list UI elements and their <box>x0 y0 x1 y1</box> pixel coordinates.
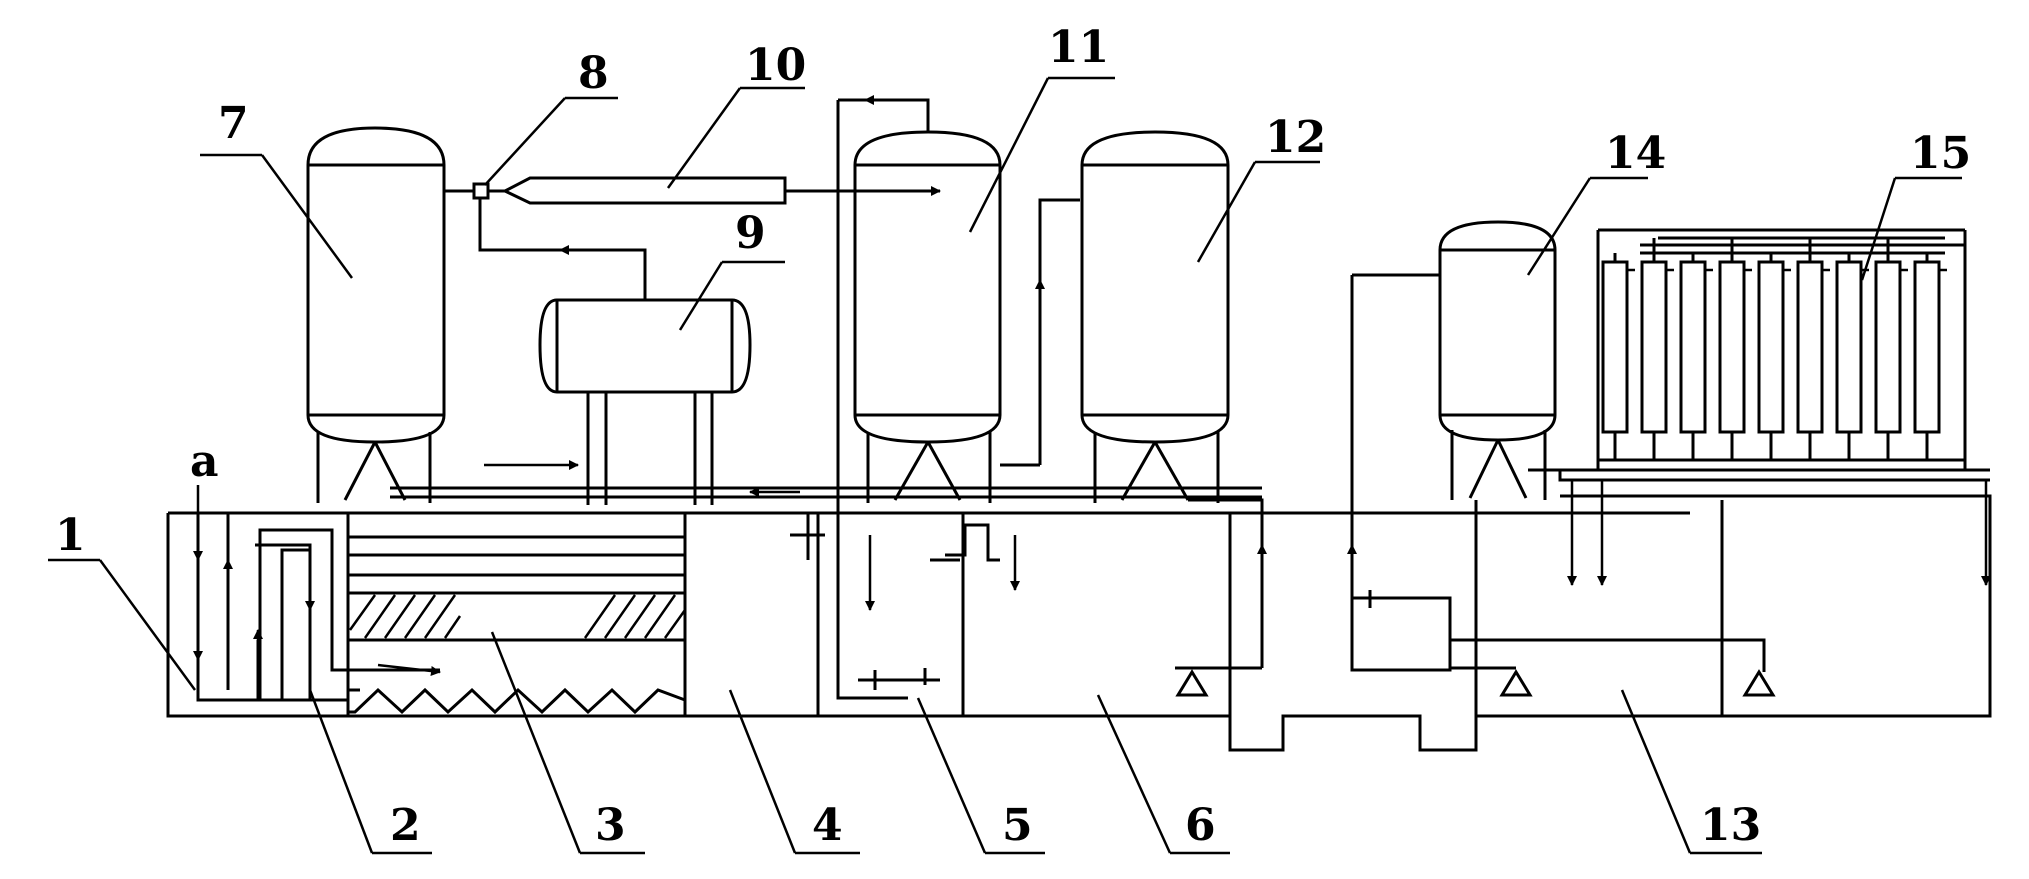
label-15-text: 15 <box>1910 128 1971 179</box>
label-9-text: 9 <box>735 208 766 259</box>
label-2-text: 2 <box>390 800 421 851</box>
label-13-text: 13 <box>1700 800 1761 851</box>
label-14-text: 14 <box>1605 128 1666 179</box>
zigzag-media <box>348 687 686 715</box>
membrane-module <box>1874 260 1902 434</box>
label-3: 3 <box>490 631 645 855</box>
label-6-text: 6 <box>1185 800 1216 851</box>
label-4-text: 4 <box>812 800 843 851</box>
membrane-module <box>1835 260 1863 434</box>
label-2: 2 <box>308 689 432 855</box>
label-3-text: 3 <box>595 800 626 851</box>
label-5-text: 5 <box>1002 800 1033 851</box>
label-6: 6 <box>1096 694 1230 855</box>
label-10-text: 10 <box>745 40 806 91</box>
tank-11 <box>838 95 1080 611</box>
base-tank <box>166 494 1992 752</box>
hatch-left <box>348 594 462 639</box>
membrane-module <box>1757 260 1785 434</box>
chamber-2-internal <box>258 528 441 700</box>
label-7: 7 <box>200 98 354 279</box>
pump-chamber-13-right <box>1742 669 1776 697</box>
label-15: 15 <box>1860 128 1971 281</box>
label-12: 12 <box>1196 112 1326 263</box>
chamber-3-internals <box>348 535 687 715</box>
label-13: 13 <box>1620 689 1762 855</box>
label-11-text: 11 <box>1048 22 1109 73</box>
chamber-5-internals <box>790 100 1000 700</box>
membrane-module <box>1796 260 1824 434</box>
label-a-text: a <box>190 436 219 487</box>
label-7-text: 7 <box>218 98 249 149</box>
return-pipe <box>390 468 1990 499</box>
membrane-module <box>1601 260 1629 434</box>
tank-14 <box>1347 220 1991 586</box>
membrane-module <box>1718 260 1746 434</box>
pump-chamber-6 <box>1175 666 1262 697</box>
label-8: 8 <box>484 48 618 186</box>
label-8-text: 8 <box>578 48 609 99</box>
label-9: 9 <box>678 208 785 331</box>
tank-7 <box>306 126 446 503</box>
membrane-module <box>1913 260 1941 434</box>
tank-12 <box>1080 130 1267 668</box>
pipe-10 <box>488 176 941 205</box>
hatch-right <box>583 594 687 639</box>
label-12-text: 12 <box>1265 112 1326 163</box>
pump-chamber-13 <box>1450 666 1533 697</box>
chamber-1-baffles <box>196 513 348 702</box>
label-a: a <box>190 436 315 661</box>
membrane-module <box>1640 260 1668 434</box>
membrane-bank-15 <box>1596 228 1967 470</box>
label-11: 11 <box>968 22 1115 233</box>
label-5: 5 <box>916 697 1045 855</box>
membrane-module <box>1679 260 1707 434</box>
valve-8 <box>444 182 490 200</box>
label-4: 4 <box>728 689 860 855</box>
label-1: 1 <box>48 510 197 691</box>
chamber-13-internals <box>1228 275 1766 750</box>
tank-9 <box>478 198 752 505</box>
label-10: 10 <box>666 40 806 189</box>
label-1-text: 1 <box>55 510 86 561</box>
label-14: 14 <box>1526 128 1666 276</box>
